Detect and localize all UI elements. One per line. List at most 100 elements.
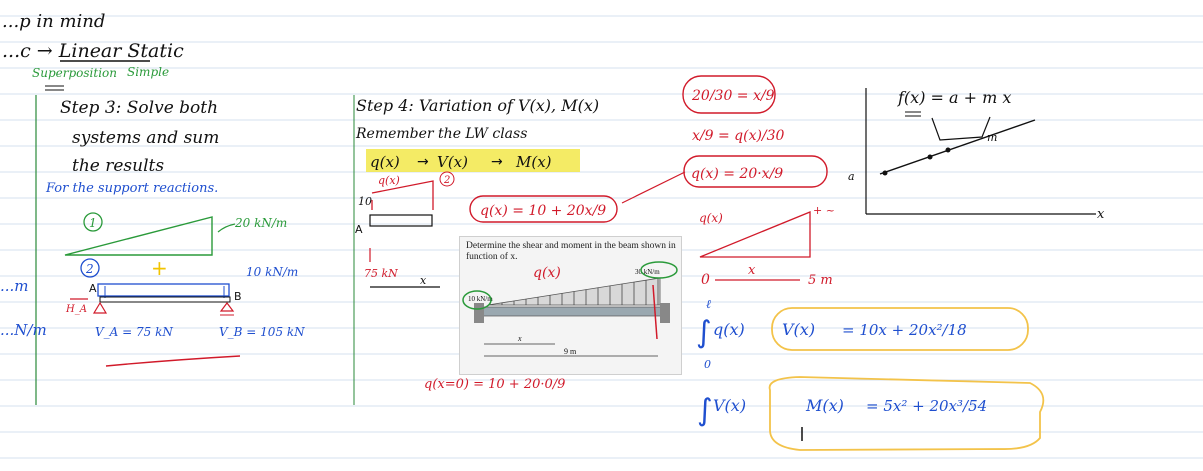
graph-line <box>879 119 1036 175</box>
span-label: 9 m <box>564 347 577 356</box>
step3-section: Step 3: Solve both systems and sum the r… <box>45 98 305 367</box>
load-arrows <box>489 278 659 305</box>
m-eq-rhs: = 5x² + 20x³/54 <box>866 397 987 415</box>
chain-highlight <box>366 149 580 172</box>
left-fragment-1: ...m <box>0 277 29 295</box>
reaction-vb: V_B = 105 kN <box>219 325 305 339</box>
graph-point <box>927 154 933 160</box>
integral-lower: 0 <box>704 358 711 371</box>
triangle-q: q(x) <box>699 211 723 225</box>
header-simple: Simple <box>127 65 169 79</box>
integral-sign-2: ∫ <box>697 393 713 428</box>
load-right: 30 kN/m <box>635 268 660 276</box>
system2-uniform-load <box>97 283 230 297</box>
graph-point <box>882 170 888 176</box>
integral-sign: ∫ <box>696 315 712 350</box>
step3-line2: systems and sum <box>72 128 219 148</box>
problem-text: Determine the shear and moment in the be… <box>466 241 676 262</box>
v-eq-highlight <box>771 307 1029 351</box>
v-eq-rhs: = 10x + 20x²/18 <box>842 321 967 339</box>
support-a-label-step4: A <box>355 223 363 236</box>
support-b-label: B <box>234 290 242 303</box>
textbook-figure: Determine the shear and moment in the be… <box>459 236 682 375</box>
q-at-zero: q(x=0) = 10 + 20·0/9 <box>424 377 565 392</box>
wall-left <box>474 303 484 323</box>
step4-section: Step 4: Variation of V(x), M(x) Remember… <box>355 96 686 392</box>
triangle-plus: + ~ <box>813 204 835 217</box>
reaction-step4: 75 kN <box>364 267 398 280</box>
header-superposition: Superposition <box>32 66 117 80</box>
roller-support-b <box>219 302 235 312</box>
textbook-beam <box>481 306 669 317</box>
system1-load-arrow <box>217 223 236 233</box>
ratio1: 20/30 = x/9 <box>691 88 775 104</box>
linear-function-graph: f(x) = a + m x x a m <box>848 88 1105 222</box>
reactions-note: For the support reactions. <box>45 181 218 196</box>
q-label: q(x) <box>378 174 400 187</box>
reaction-va: V_A = 75 kN <box>95 325 173 339</box>
support-a-label: A <box>89 282 97 295</box>
graph-intercept: a <box>848 170 855 183</box>
ratio2: x/9 = q(x)/30 <box>692 128 785 144</box>
system1-load: 20 kN/m <box>234 216 287 230</box>
chain-arrow: → <box>417 154 429 170</box>
graph-point <box>945 147 951 153</box>
v-eq-mid: V(x) <box>782 320 815 339</box>
triangle-x: x <box>748 263 756 278</box>
linear-formula: f(x) = a + m x <box>897 88 1011 107</box>
triangle-base-end: 5 m <box>808 273 833 288</box>
chain-q: q(x) <box>370 153 400 171</box>
step4-reminder: Remember the LW class <box>355 126 527 142</box>
horizontal-reaction: H_A <box>65 304 87 315</box>
load-start: 10 <box>358 195 372 208</box>
m-eq-lhs: V(x) <box>713 396 746 415</box>
q-formula-circle <box>469 195 618 223</box>
step3-line1: Step 3: Solve both <box>60 98 218 118</box>
load-left: 10 kN/m <box>468 295 493 303</box>
q-formula: q(x) = 10 + 20x/9 <box>480 203 606 219</box>
q-formula-arrow <box>621 171 686 204</box>
m-eq-mid: M(x) <box>805 396 844 415</box>
graph-x-label: x <box>1097 207 1105 222</box>
triangle-base-start: 0 <box>701 272 710 288</box>
annotation-red-cut <box>652 284 658 340</box>
header-line1: ...p in mind <box>2 11 105 32</box>
system1-triangular-load <box>64 216 213 256</box>
marker-2 <box>439 171 455 187</box>
system1-marker <box>83 212 103 232</box>
beam-step3 <box>99 296 231 303</box>
right-section: 20/30 = x/9 x/9 = q(x)/30 q(x) = 20·x/9 … <box>682 75 1045 451</box>
v-eq-lhs: q(x) <box>713 320 745 339</box>
x-axis-label: x <box>420 274 427 287</box>
textbook-q-label: q(x) <box>533 265 561 281</box>
plus-sign: + <box>151 256 168 280</box>
step4-title: Step 4: Variation of V(x), M(x) <box>356 96 599 115</box>
span-arrow <box>105 355 241 367</box>
q-formula-right-circle <box>683 155 828 188</box>
system2-marker <box>80 258 100 278</box>
system2-load: 10 kN/m <box>246 265 298 279</box>
system2-number: 2 <box>85 262 94 276</box>
step3-line3: the results <box>72 156 164 176</box>
header-line2: ...c → Linear Static <box>2 40 184 62</box>
chain-m: M(x) <box>515 153 552 171</box>
annotation-circle-left <box>462 290 492 310</box>
left-fragment-2: ...N/m <box>0 321 47 339</box>
m-eq-highlight <box>768 376 1045 451</box>
integral-upper: ℓ <box>706 297 711 311</box>
marker-2-number: 2 <box>443 175 450 186</box>
textbook-beam-diagram: 10 kN/m 30 kN/m x 9 m q(x) <box>462 261 678 357</box>
partial-load-diagram <box>371 180 434 210</box>
q-formula-right: q(x) = 20·x/9 <box>691 166 783 182</box>
section-cut-beam <box>369 214 433 227</box>
annotation-circle-right <box>640 261 678 279</box>
ratio1-circle <box>682 75 776 114</box>
chain-v: V(x) <box>437 153 468 171</box>
graph-slope: m <box>987 131 997 144</box>
system1-number: 1 <box>89 216 97 230</box>
pin-support-a <box>92 301 108 314</box>
x-dimension-label: x <box>517 334 522 343</box>
chain-arrow: → <box>491 154 503 170</box>
formula-brace <box>931 116 991 141</box>
wall-right <box>660 303 670 323</box>
